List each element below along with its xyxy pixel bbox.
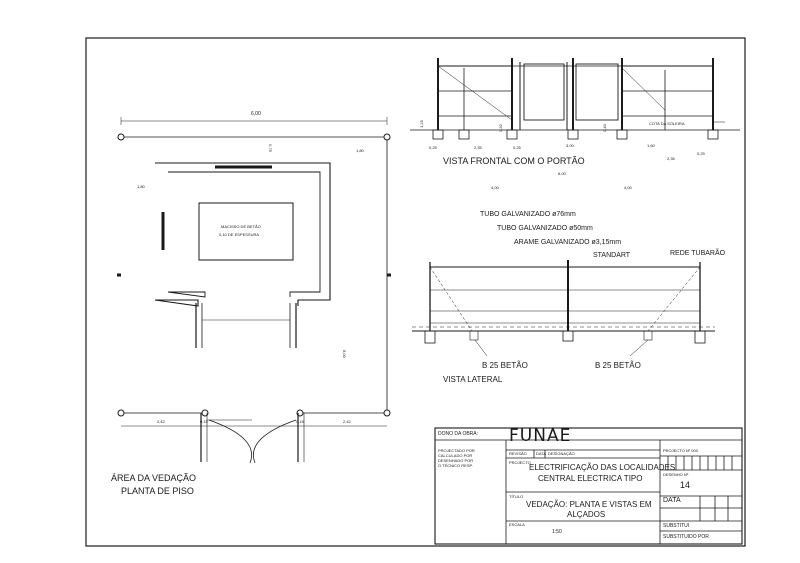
lateral-title: VISTA LATERAL (443, 375, 503, 384)
tb-desenhado-por: DESENHADO POR (438, 458, 474, 463)
tb-projecto-line1: ELECTRIFICAÇÃO DAS LOCALIDADES (529, 463, 676, 472)
tb-col-revisao: REVISÃO (509, 451, 527, 456)
lateral-b25-left: B 25 BETÃO (482, 361, 528, 370)
tb-desenho-label: DESENHO Nº (663, 472, 689, 477)
front-dim-025-left: 0,25 (429, 145, 437, 150)
front-dim-235-right: 2,35 (667, 156, 675, 161)
note-rede-tubarao: REDE TUBARÃO (670, 250, 726, 257)
tb-data-label: DATA (663, 497, 681, 504)
tb-projecto-line2: CENTRAL ELECTRICA TIPO (538, 474, 643, 483)
front-height-left: 1,25 (418, 120, 424, 128)
front-cota-label: COTA DA SOLEIRA (649, 121, 685, 126)
front-dim-160: 1,60 (647, 143, 655, 148)
plan-dim-bottom-right: 2,42 (343, 419, 351, 424)
front-dim-235-left: 2,35 (474, 145, 482, 150)
front-below-400-right: 4,00 (624, 185, 632, 190)
tb-dono-label: DONO DA OBRA: (438, 431, 479, 437)
front-below-600: 6,00 (558, 171, 566, 176)
front-title: VISTA FRONTAL COM O PORTÃO (443, 156, 585, 166)
front-elevation-view (410, 58, 740, 140)
tb-col-data: DATA (536, 451, 547, 456)
title-block-lines (434, 427, 743, 545)
macisso-label-line2: 0,10 DE ESPESSURA (219, 232, 260, 237)
tb-projectado-por: PROJECTADO POR (438, 448, 475, 453)
plan-dim-corner: 0,75 (267, 144, 273, 152)
plan-dim-gate-left: 0,15 (200, 419, 208, 424)
plan-dim-gate-right: 0,15 (296, 419, 304, 424)
tb-escala-value: 1:50 (552, 529, 562, 535)
tb-escala-label: ESCALA (509, 522, 525, 527)
front-dim-025-right: 0,25 (697, 151, 705, 156)
tb-titulo-line1: VEDAÇÃO: PLANTA E VISTAS EM (526, 500, 652, 509)
note-standart: STANDART (593, 252, 631, 259)
lateral-elevation-view (412, 260, 715, 357)
plan-title-line1: ÁREA DA VEDAÇÃO (111, 473, 197, 483)
tb-titulo-label: TÍTULO (509, 494, 524, 499)
plan-title-line2: PLANTA DE PISO (121, 486, 194, 496)
plan-dim-bottom-left: 2,42 (157, 419, 165, 424)
tb-substitui-label: SUBSTITUI (663, 523, 690, 529)
tb-projecto-label: PROJECTO (509, 460, 531, 465)
lateral-b25-right: B 25 BETÃO (595, 361, 641, 370)
front-below-400-left: 4,00 (491, 185, 499, 190)
tb-tecnico-resp: O TÉCNICO RESP. (438, 463, 473, 468)
note-tubo-76: TUBO GALVANIZADO ø76mm (480, 211, 576, 218)
plan-dim-right: 8,00 (341, 350, 347, 358)
tb-projecto-no: PROJECTO Nº 000 (663, 448, 698, 453)
plan-view (117, 117, 391, 464)
front-height-right: 0,40 (601, 124, 607, 132)
front-dim-300: 3,00 (566, 143, 574, 148)
tb-titulo-line2: ALÇADOS (567, 510, 606, 519)
tb-col-designacao: DESIGNAÇÃO (548, 451, 575, 456)
tb-dono-value: FUNAE (509, 426, 572, 446)
tb-calculado-por: CALCULADO POR (438, 453, 473, 458)
note-arame: ARAME GALVANIZADO ø3,15mm (514, 239, 622, 246)
macisso-label-line1: MACISSO DE BETÃO (221, 224, 261, 229)
tb-substituido-label: SUBSTITUIDO POR (663, 534, 709, 540)
sheet-border (85, 37, 746, 547)
tb-desenho-value: 14 (680, 480, 691, 490)
front-dim-025-mid: 0,25 (513, 145, 521, 150)
front-height-mid: 0,32 (497, 124, 503, 132)
note-tubo-50: TUBO GALVANIZADO ø50mm (497, 225, 593, 232)
plan-dim-left: 1,80 (137, 184, 145, 189)
plan-dim-right-top: 1,80 (356, 148, 364, 153)
plan-dim-top: 6,00 (251, 111, 261, 117)
